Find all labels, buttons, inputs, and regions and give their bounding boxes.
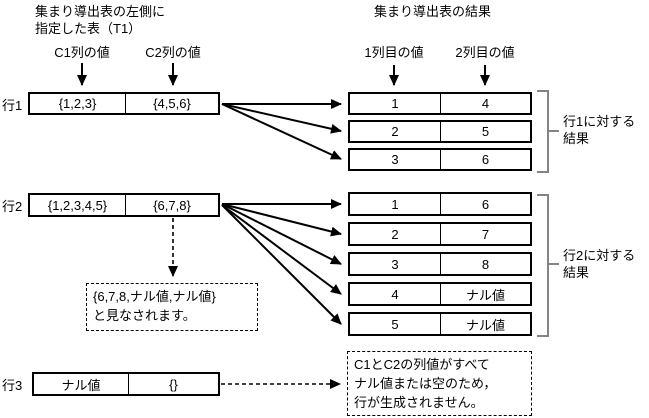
result-cell: 5 (440, 122, 530, 141)
result-row-2-1: 1 6 (348, 192, 532, 216)
left-table-title-line2: 指定した表（T1） (35, 21, 142, 36)
row3-note-line2: ナル値または空のため， (354, 376, 497, 391)
row2-note-line1: {6,7,8,ナル値,ナル値} (93, 289, 216, 304)
c1-column-label: C1列の値 (54, 45, 110, 60)
result-row-2-5: 5 ナル値 (348, 312, 532, 336)
c2-column-label: C2列の値 (145, 45, 201, 60)
row2-note-line2: と見なされます。 (93, 308, 196, 323)
row1-label: 行1 (2, 98, 23, 113)
row1-results-brace-label: 行1に対する 結果 (563, 113, 635, 147)
row1-brace-label-line2: 結果 (563, 131, 590, 146)
source-row-2-c1: {1,2,3,4,5} (47, 197, 108, 213)
result-row-1-2: 2 5 (348, 120, 532, 143)
result-row-1-1: 1 4 (348, 92, 532, 115)
row2-arrow-4 (221, 204, 342, 295)
result-cell: ナル値 (440, 314, 530, 334)
source-row-3-c2: {} (128, 374, 218, 394)
row2-note-box: {6,7,8,ナル値,ナル値} と見なされます。 (86, 283, 258, 331)
result-cell: 8 (440, 254, 530, 274)
result-cell: 5 (391, 316, 399, 332)
result-row-2-4: 4 ナル値 (348, 282, 532, 306)
result-cell: 4 (391, 286, 399, 302)
result-col2-label: 2列目の値 (455, 45, 515, 60)
row2-results-bracket (537, 194, 559, 337)
row1-brace-label-line1: 行1に対する (563, 114, 636, 129)
result-cell: 2 (391, 124, 399, 139)
source-row-1-c1: {1,2,3} (58, 96, 97, 111)
row2-brace-label-line1: 行2に対する (563, 248, 636, 263)
source-row-3: ナル値 {} (32, 372, 220, 396)
row2-results-brace-label: 行2に対する 結果 (563, 247, 635, 281)
result-row-2-2: 2 7 (348, 222, 532, 246)
row1-results-bracket (537, 90, 559, 173)
result-cell: 6 (440, 150, 530, 169)
result-row-2-3: 3 8 (348, 252, 532, 276)
result-cell: 3 (391, 256, 399, 272)
source-row-1-c2: {4,5,6} (125, 94, 218, 113)
source-row-2-c2: {6,7,8} (125, 195, 218, 215)
source-row-2: {1,2,3,4,5} {6,7,8} (28, 193, 220, 217)
result-cell: 1 (391, 96, 399, 111)
row3-note-line1: C1とC2の列値がすべて (354, 357, 490, 372)
result-cell: ナル値 (440, 284, 530, 304)
left-table-title-line1: 集まり導出表の左側に (35, 4, 166, 19)
right-table-title: 集まり導出表の結果 (374, 4, 492, 19)
row2-brace-label-line2: 結果 (563, 265, 590, 280)
row3-label: 行3 (2, 378, 23, 393)
row2-arrow-2 (221, 203, 342, 237)
result-col1-label: 1列目の値 (364, 45, 424, 60)
row2-label: 行2 (2, 199, 23, 214)
source-row-1: {1,2,3} {4,5,6} (28, 92, 220, 115)
row3-note-line3: 行が生成されません。 (354, 395, 484, 410)
left-table-title: 集まり導出表の左側に 指定した表（T1） (35, 3, 165, 37)
result-cell: 4 (440, 94, 530, 113)
result-cell: 1 (391, 196, 399, 212)
result-cell: 7 (440, 224, 530, 244)
result-cell: 6 (440, 194, 530, 214)
row1-arrow-3 (221, 103, 342, 160)
row2-arrow-3 (221, 203, 342, 265)
result-cell: 2 (391, 226, 399, 242)
result-row-1-3: 3 6 (348, 148, 532, 171)
row3-note-box: C1とC2の列値がすべて ナル値または空のため， 行が生成されません。 (347, 351, 532, 416)
row1-arrow-2 (221, 103, 342, 134)
source-row-3-c1: ナル値 (61, 377, 101, 393)
result-cell: 3 (391, 152, 399, 167)
